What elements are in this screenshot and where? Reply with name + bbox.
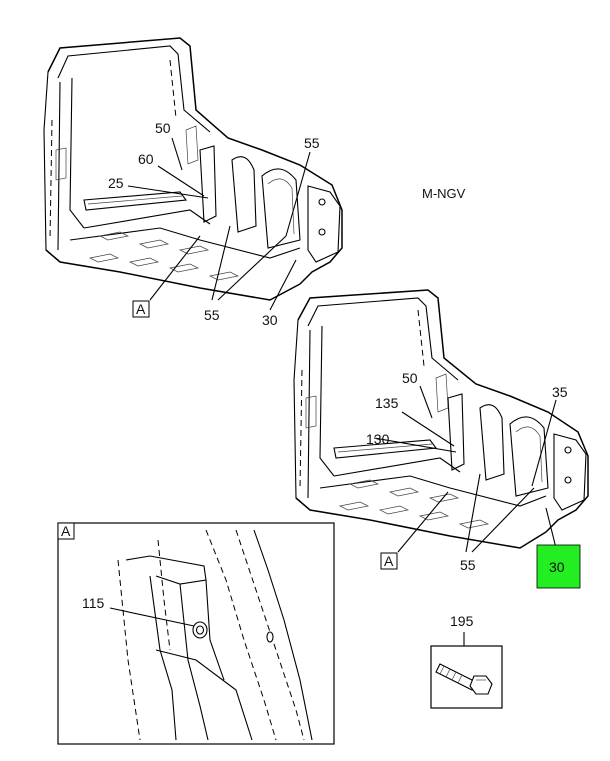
callout-35-lower: 35: [552, 384, 568, 400]
callout-55-upper-bottom: 55: [204, 307, 220, 323]
view-marker-lower: A: [384, 553, 394, 569]
callout-25-upper: 25: [108, 175, 124, 191]
callout-60-upper: 60: [138, 151, 154, 167]
callout-30-upper: 30: [262, 312, 278, 328]
lower-assembly-drawing: [293, 289, 589, 549]
callout-55-upper-top: 55: [304, 135, 320, 151]
upper-leader-lines: [127, 137, 311, 311]
bolt-195-callout: 195: [430, 613, 503, 709]
figure-code: M-NGV: [422, 186, 466, 201]
callout-135-lower: 135: [375, 395, 399, 411]
detail-label: A: [61, 523, 71, 539]
upper-assembly-drawing: [43, 37, 343, 301]
callout-195: 195: [450, 613, 474, 629]
callout-50-upper: 50: [155, 120, 171, 136]
callout-115: 115: [82, 595, 105, 611]
view-marker-box-lower: [380, 552, 398, 570]
hole-detail: [266, 631, 274, 643]
detail-view-a: A 115: [57, 522, 335, 745]
lower-leader-lines: [373, 385, 557, 553]
callout-130-lower: 130: [366, 431, 390, 447]
callout-30-highlight: [536, 544, 581, 589]
callout-50-lower: 50: [402, 370, 418, 386]
callout-55-lower: 55: [460, 557, 476, 573]
lower-callouts: 35 50 135 130 55 A 30: [366, 370, 581, 589]
upper-callouts: 50 60 25 55 55 30 A: [108, 120, 320, 328]
detail-label-box: [57, 522, 75, 540]
bolt-icon: [435, 663, 493, 695]
view-marker-upper: A: [136, 301, 146, 317]
callout-30-lower: 30: [549, 559, 565, 575]
view-marker-box-upper: [132, 300, 150, 318]
